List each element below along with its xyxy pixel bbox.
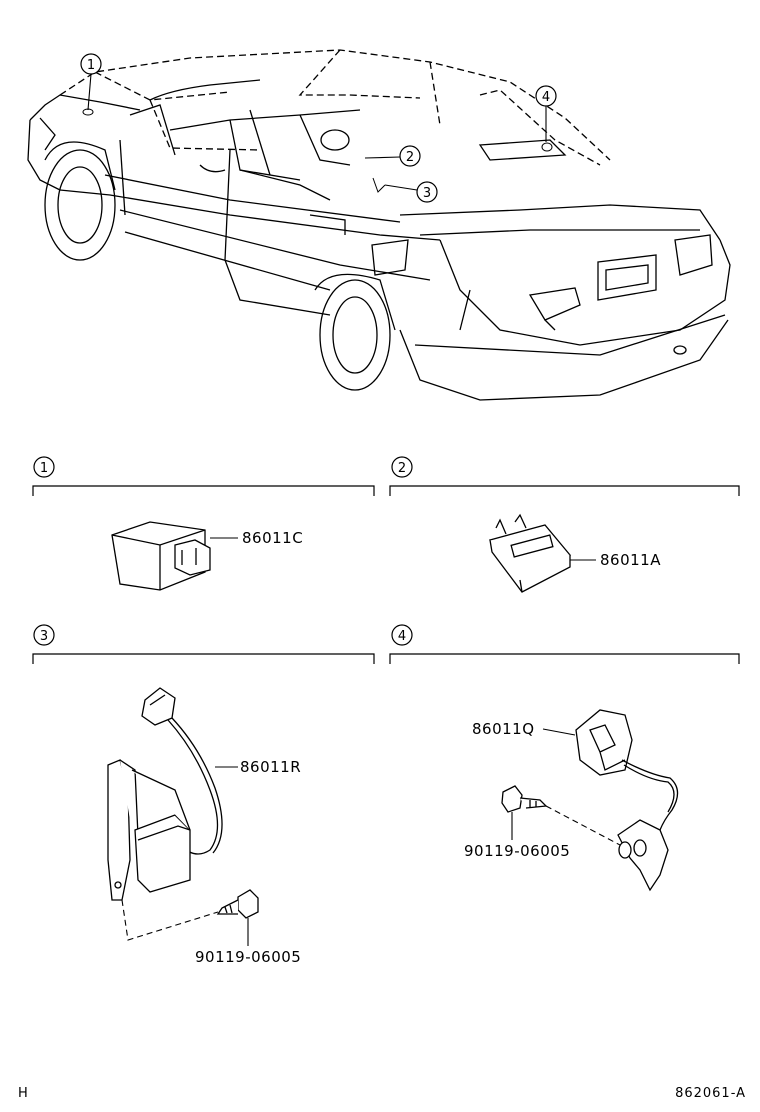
svg-text:4: 4 [542, 90, 550, 105]
part-90119-06005-label-a: 90119-06005 [195, 948, 301, 966]
callout-1-on-car: 1 [80, 53, 102, 116]
section-4: 4 86011Q 90119-06005 [389, 624, 740, 892]
svg-text:3: 3 [423, 186, 431, 201]
callout-2-on-car: 2 [364, 145, 421, 167]
relay-86011C [111, 521, 211, 591]
module-86011A [488, 513, 572, 593]
footer-diagram-code: 862061-A [675, 1086, 746, 1101]
part-86011C-label: 86011C [242, 529, 303, 547]
svg-text:1: 1 [87, 58, 95, 73]
part-90119-06005-label-b: 90119-06005 [464, 842, 570, 860]
footer-left-code: H [18, 1086, 29, 1101]
svg-text:2: 2 [398, 461, 406, 476]
svg-text:4: 4 [398, 629, 406, 644]
car-illustration [27, 49, 731, 401]
section-3: 3 86011R 90119-06005 [32, 624, 375, 966]
svg-text:1: 1 [40, 461, 48, 476]
section-1: 1 86011C [32, 456, 375, 591]
part-86011Q-label: 86011Q [472, 720, 535, 738]
sensor-86011R [107, 687, 223, 901]
part-86011R-label: 86011R [240, 758, 301, 776]
part-86011A-label: 86011A [600, 551, 661, 569]
callout-4-on-car: 4 [535, 85, 557, 152]
sensor-86011Q [575, 709, 679, 892]
bolt-90119-06005-b [501, 785, 548, 813]
car-callouts: 1 2 3 4 [80, 53, 557, 203]
bolt-90119-06005-a [216, 889, 259, 919]
callout-3-on-car: 3 [372, 177, 438, 203]
svg-text:2: 2 [406, 150, 414, 165]
section-2: 2 86011A [389, 456, 740, 593]
svg-text:3: 3 [40, 629, 48, 644]
